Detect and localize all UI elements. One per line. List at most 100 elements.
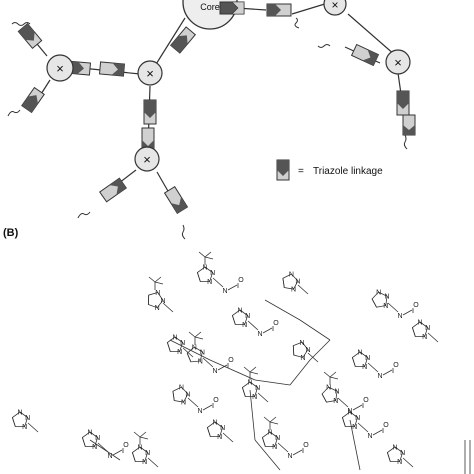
nitrogen-atom: N: [335, 389, 340, 396]
amide-nitrogen: N: [347, 408, 352, 415]
bond: [292, 449, 303, 456]
triazole-ring: [241, 381, 259, 397]
svg-text:×: ×: [146, 66, 154, 81]
carbonyl-oxygen: O: [228, 357, 234, 364]
nitrogen-atom: N: [177, 349, 182, 356]
nitrogen-atom: N: [25, 415, 30, 422]
nitrogen-atom: N: [400, 450, 405, 457]
nitrogen-atom: N: [385, 294, 390, 301]
tbutyl-bond: [323, 371, 331, 378]
bond: [352, 404, 363, 411]
triazole-ring: [341, 411, 359, 427]
nitrogen-atom: N: [267, 430, 272, 437]
bond: [209, 359, 256, 381]
nitrogen-atom: N: [422, 334, 427, 341]
bond: [289, 359, 311, 386]
triazole-ring: [261, 431, 279, 447]
triazole-ring: [206, 421, 224, 437]
nitrogen-atom: N: [333, 398, 338, 405]
legend-text: Triazole linkage: [313, 166, 383, 177]
nitrogen-atom: N: [87, 430, 92, 437]
nitrogen-atom: N: [185, 391, 190, 398]
core-label: Core: [200, 2, 220, 12]
tbutyl-bond: [188, 331, 196, 338]
nitrogen-atom: N: [210, 270, 215, 277]
bond: [402, 457, 414, 468]
bond: [309, 339, 331, 361]
bond: [89, 439, 121, 461]
tbutyl-bond: [154, 276, 162, 283]
nitrogen-atom: N: [417, 320, 422, 327]
triazole-ring: [196, 266, 214, 282]
bond: [382, 369, 393, 376]
svg-text:×: ×: [143, 152, 151, 167]
nitrogen-atom: N: [22, 424, 27, 431]
amide-nitrogen: N: [257, 331, 262, 338]
bond: [202, 357, 214, 368]
nitrogen-atom: N: [137, 445, 142, 452]
bond: [187, 397, 199, 408]
chain-ends: [7, 17, 408, 240]
tbutyl-bond: [194, 336, 204, 340]
triazole-linkages: [17, 1, 416, 215]
branch-nodes: × × × × ×: [46, 0, 411, 172]
nitrogen-atom: N: [17, 410, 22, 417]
bond: [27, 422, 39, 433]
ring-double-bond: [387, 452, 391, 462]
nitrogen-atom: N: [207, 279, 212, 286]
ring-double-bond: [186, 353, 192, 363]
amide-nitrogen: N: [197, 408, 202, 415]
bond: [277, 442, 289, 453]
nitrogen-atom: N: [247, 380, 252, 387]
bond: [162, 302, 174, 313]
nitrogen-atom: N: [212, 420, 217, 427]
bond: [402, 309, 413, 316]
carbonyl-oxygen: O: [273, 320, 279, 327]
bond: [297, 284, 309, 295]
ring-double-bond: [232, 315, 236, 325]
triazole-ring: [11, 411, 29, 427]
nitrogen-atom: N: [160, 298, 165, 305]
bond: [254, 439, 281, 471]
nitrogen-atom: N: [392, 445, 397, 452]
nitrogen-atom: N: [291, 287, 296, 294]
bond: [367, 362, 379, 373]
ring-double-bond: [197, 272, 201, 282]
bond: [169, 339, 211, 361]
ring-double-bond: [172, 391, 175, 401]
nitrogen-atom: N: [255, 385, 260, 392]
nitrogen-atom: N: [179, 385, 184, 392]
tbutyl-bond: [139, 431, 147, 438]
triazole-ring: [131, 446, 149, 462]
bond: [337, 397, 349, 408]
nitrogen-atom: N: [357, 350, 362, 357]
carbonyl-oxygen: O: [413, 302, 419, 309]
tbutyl-bond: [154, 281, 164, 285]
nitrogen-atom: N: [92, 444, 97, 451]
nitrogen-atom: N: [220, 425, 225, 432]
bond: [147, 457, 159, 468]
nitrogen-atom: N: [300, 355, 305, 362]
legend-triazole-icon: [276, 159, 290, 181]
nitrogen-atom: N: [347, 410, 352, 417]
nitrogen-atom: N: [365, 355, 370, 362]
tbutyl-bond: [249, 366, 257, 373]
triazole-ring: [81, 431, 99, 447]
nitrogen-atom: N: [180, 340, 185, 347]
nitrogen-atom: N: [202, 265, 207, 272]
triazole-ring: [147, 292, 164, 309]
nitrogen-atom: N: [352, 424, 357, 431]
branch-node: ×: [134, 146, 160, 172]
bond: [217, 364, 228, 371]
bond: [427, 332, 439, 343]
bond: [112, 449, 123, 456]
triazole-ring: [292, 341, 309, 358]
branch-node: ×: [46, 54, 74, 82]
branch-node: ×: [385, 49, 411, 75]
bond: [227, 284, 238, 291]
triazole-ring: [371, 291, 388, 308]
tbutyl-bond: [139, 436, 149, 440]
bond: [182, 347, 194, 358]
